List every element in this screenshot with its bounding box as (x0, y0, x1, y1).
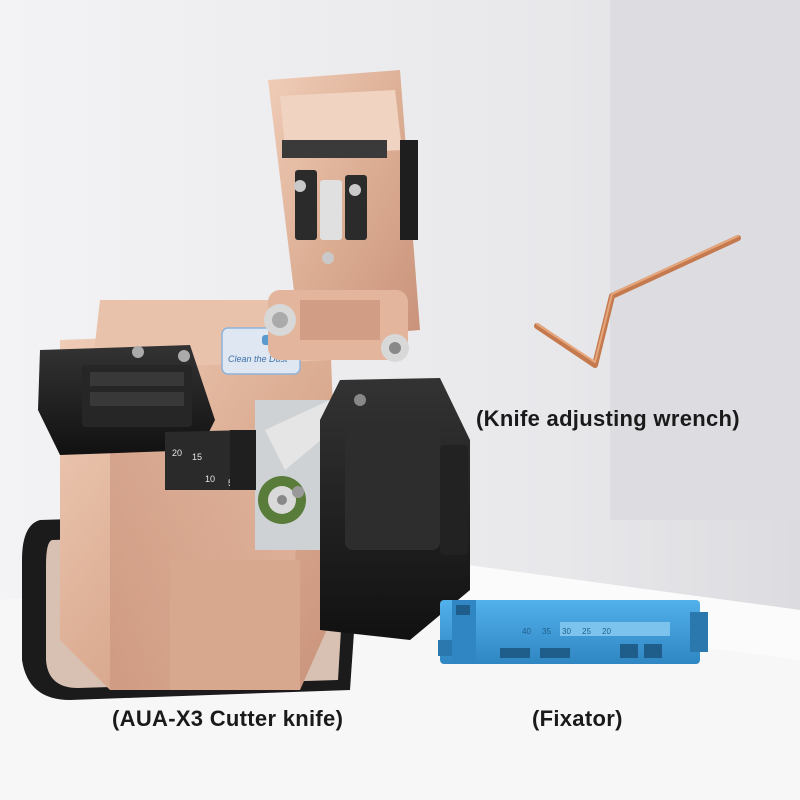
scale-number: 10 (205, 474, 215, 484)
sticker-text: Clean the Dust (228, 354, 288, 364)
cutter-caption: (AUA-X3 Cutter knife) (112, 706, 344, 731)
background-wall-edge (610, 0, 800, 520)
scale-number: 20 (172, 448, 182, 458)
fixator-scale-number: 25 (582, 627, 591, 636)
wrench-caption: (Knife adjusting wrench) (476, 406, 740, 431)
cutter-knife: 20 15 10 5 Clean the Dust (22, 70, 470, 700)
fixator-scale-number: 35 (542, 627, 551, 636)
fixator-scale-number: 40 (522, 627, 531, 636)
scale-number: 15 (192, 452, 202, 462)
fixator: 40 35 30 25 20 (438, 600, 708, 664)
fixator-caption: (Fixator) (532, 706, 623, 731)
fixator-scale-number: 20 (602, 627, 611, 636)
fixator-scale-number: 30 (562, 627, 571, 636)
knife-adjusting-wrench (534, 235, 741, 368)
length-scale (165, 430, 250, 490)
